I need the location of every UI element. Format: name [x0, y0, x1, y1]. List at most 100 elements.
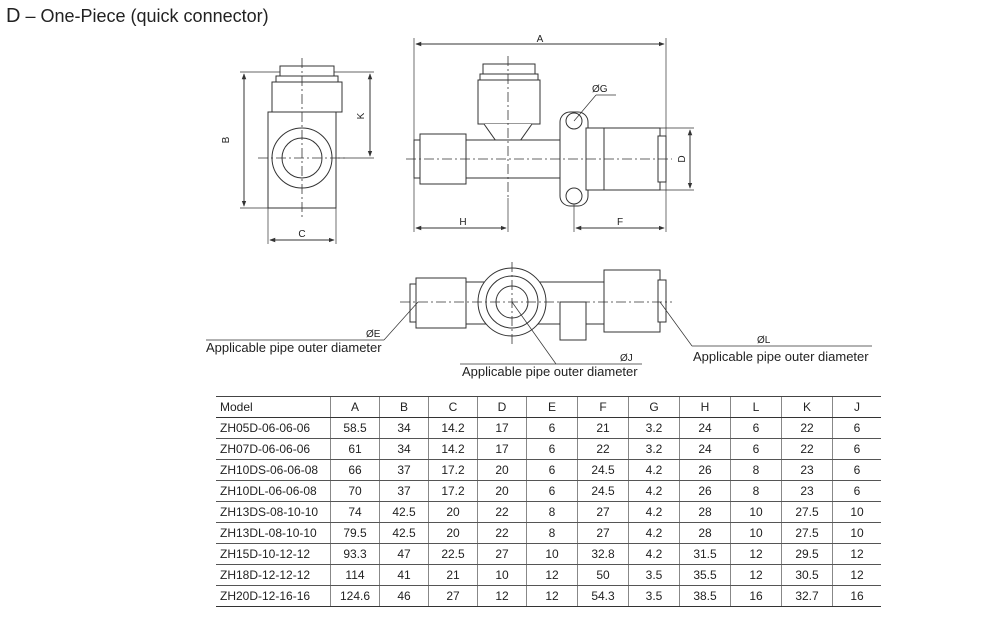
- dim-g-label: ØG: [592, 84, 608, 95]
- technical-drawing: B K C A H F D ØG ØE ØJ ØL: [206, 34, 872, 365]
- value-cell: 4.2: [628, 522, 680, 544]
- value-cell: 24.5: [577, 480, 629, 502]
- value-cell: 41: [379, 564, 429, 586]
- value-cell: 22: [781, 417, 833, 439]
- top-view: [206, 262, 872, 365]
- value-cell: 4.2: [628, 459, 680, 481]
- column-header: C: [428, 396, 478, 418]
- column-header: L: [730, 396, 782, 418]
- value-cell: 8: [730, 459, 782, 481]
- value-cell: 93.3: [330, 543, 380, 565]
- value-cell: 124.6: [330, 585, 380, 607]
- value-cell: 24: [679, 438, 731, 460]
- value-cell: 23: [781, 459, 833, 481]
- value-cell: 10: [477, 564, 527, 586]
- value-cell: 20: [477, 480, 527, 502]
- value-cell: 21: [577, 417, 629, 439]
- value-cell: 6: [832, 480, 881, 502]
- value-cell: 42.5: [379, 501, 429, 523]
- title-prefix: D: [6, 5, 21, 27]
- value-cell: 12: [477, 585, 527, 607]
- value-cell: 34: [379, 438, 429, 460]
- model-cell: ZH10DS-06-06-08: [216, 459, 331, 481]
- value-cell: 37: [379, 480, 429, 502]
- value-cell: 66: [330, 459, 380, 481]
- value-cell: 8: [526, 522, 578, 544]
- dim-j-label: ØJ: [620, 353, 633, 364]
- model-cell: ZH20D-12-16-16: [216, 585, 331, 607]
- value-cell: 10: [730, 522, 782, 544]
- model-cell: ZH15D-10-12-12: [216, 543, 331, 565]
- e-pipe-annotation: Applicable pipe outer diameter: [206, 340, 382, 355]
- value-cell: 4.2: [628, 543, 680, 565]
- value-cell: 6: [526, 438, 578, 460]
- value-cell: 22: [781, 438, 833, 460]
- value-cell: 10: [526, 543, 578, 565]
- value-cell: 17.2: [428, 459, 478, 481]
- value-cell: 17: [477, 438, 527, 460]
- value-cell: 23: [781, 480, 833, 502]
- value-cell: 28: [679, 522, 731, 544]
- value-cell: 6: [730, 417, 782, 439]
- dim-l-label: ØL: [757, 335, 771, 346]
- value-cell: 29.5: [781, 543, 833, 565]
- value-cell: 12: [730, 543, 782, 565]
- value-cell: 26: [679, 480, 731, 502]
- value-cell: 50: [577, 564, 629, 586]
- model-cell: ZH18D-12-12-12: [216, 564, 331, 586]
- dim-c-label: C: [298, 229, 305, 240]
- l-pipe-annotation: Applicable pipe outer diameter: [693, 349, 869, 364]
- value-cell: 3.2: [628, 438, 680, 460]
- value-cell: 6: [730, 438, 782, 460]
- value-cell: 22.5: [428, 543, 478, 565]
- value-cell: 79.5: [330, 522, 380, 544]
- value-cell: 47: [379, 543, 429, 565]
- column-header: Model: [216, 396, 331, 418]
- value-cell: 31.5: [679, 543, 731, 565]
- column-header: H: [679, 396, 731, 418]
- dim-f-label: F: [617, 217, 623, 228]
- side-view: [240, 58, 374, 244]
- dim-e-label: ØE: [366, 329, 381, 340]
- value-cell: 16: [730, 585, 782, 607]
- value-cell: 10: [832, 501, 881, 523]
- value-cell: 27: [577, 522, 629, 544]
- value-cell: 27.5: [781, 522, 833, 544]
- column-header: B: [379, 396, 429, 418]
- value-cell: 14.2: [428, 438, 478, 460]
- dim-a-label: A: [537, 34, 544, 45]
- page-title: D – One-Piece (quick connector): [6, 5, 269, 28]
- value-cell: 21: [428, 564, 478, 586]
- value-cell: 27: [428, 585, 478, 607]
- value-cell: 32.8: [577, 543, 629, 565]
- title-text: One-Piece (quick connector): [40, 6, 269, 26]
- value-cell: 6: [526, 480, 578, 502]
- value-cell: 6: [526, 417, 578, 439]
- value-cell: 8: [730, 480, 782, 502]
- model-cell: ZH10DL-06-06-08: [216, 480, 331, 502]
- model-cell: ZH07D-06-06-06: [216, 438, 331, 460]
- value-cell: 24.5: [577, 459, 629, 481]
- model-cell: ZH13DL-08-10-10: [216, 522, 331, 544]
- value-cell: 6: [832, 417, 881, 439]
- value-cell: 22: [477, 501, 527, 523]
- value-cell: 27: [577, 501, 629, 523]
- value-cell: 27.5: [781, 501, 833, 523]
- value-cell: 27: [477, 543, 527, 565]
- value-cell: 37: [379, 459, 429, 481]
- value-cell: 10: [832, 522, 881, 544]
- column-header: E: [526, 396, 578, 418]
- value-cell: 3.2: [628, 417, 680, 439]
- dim-b-label: B: [221, 136, 232, 143]
